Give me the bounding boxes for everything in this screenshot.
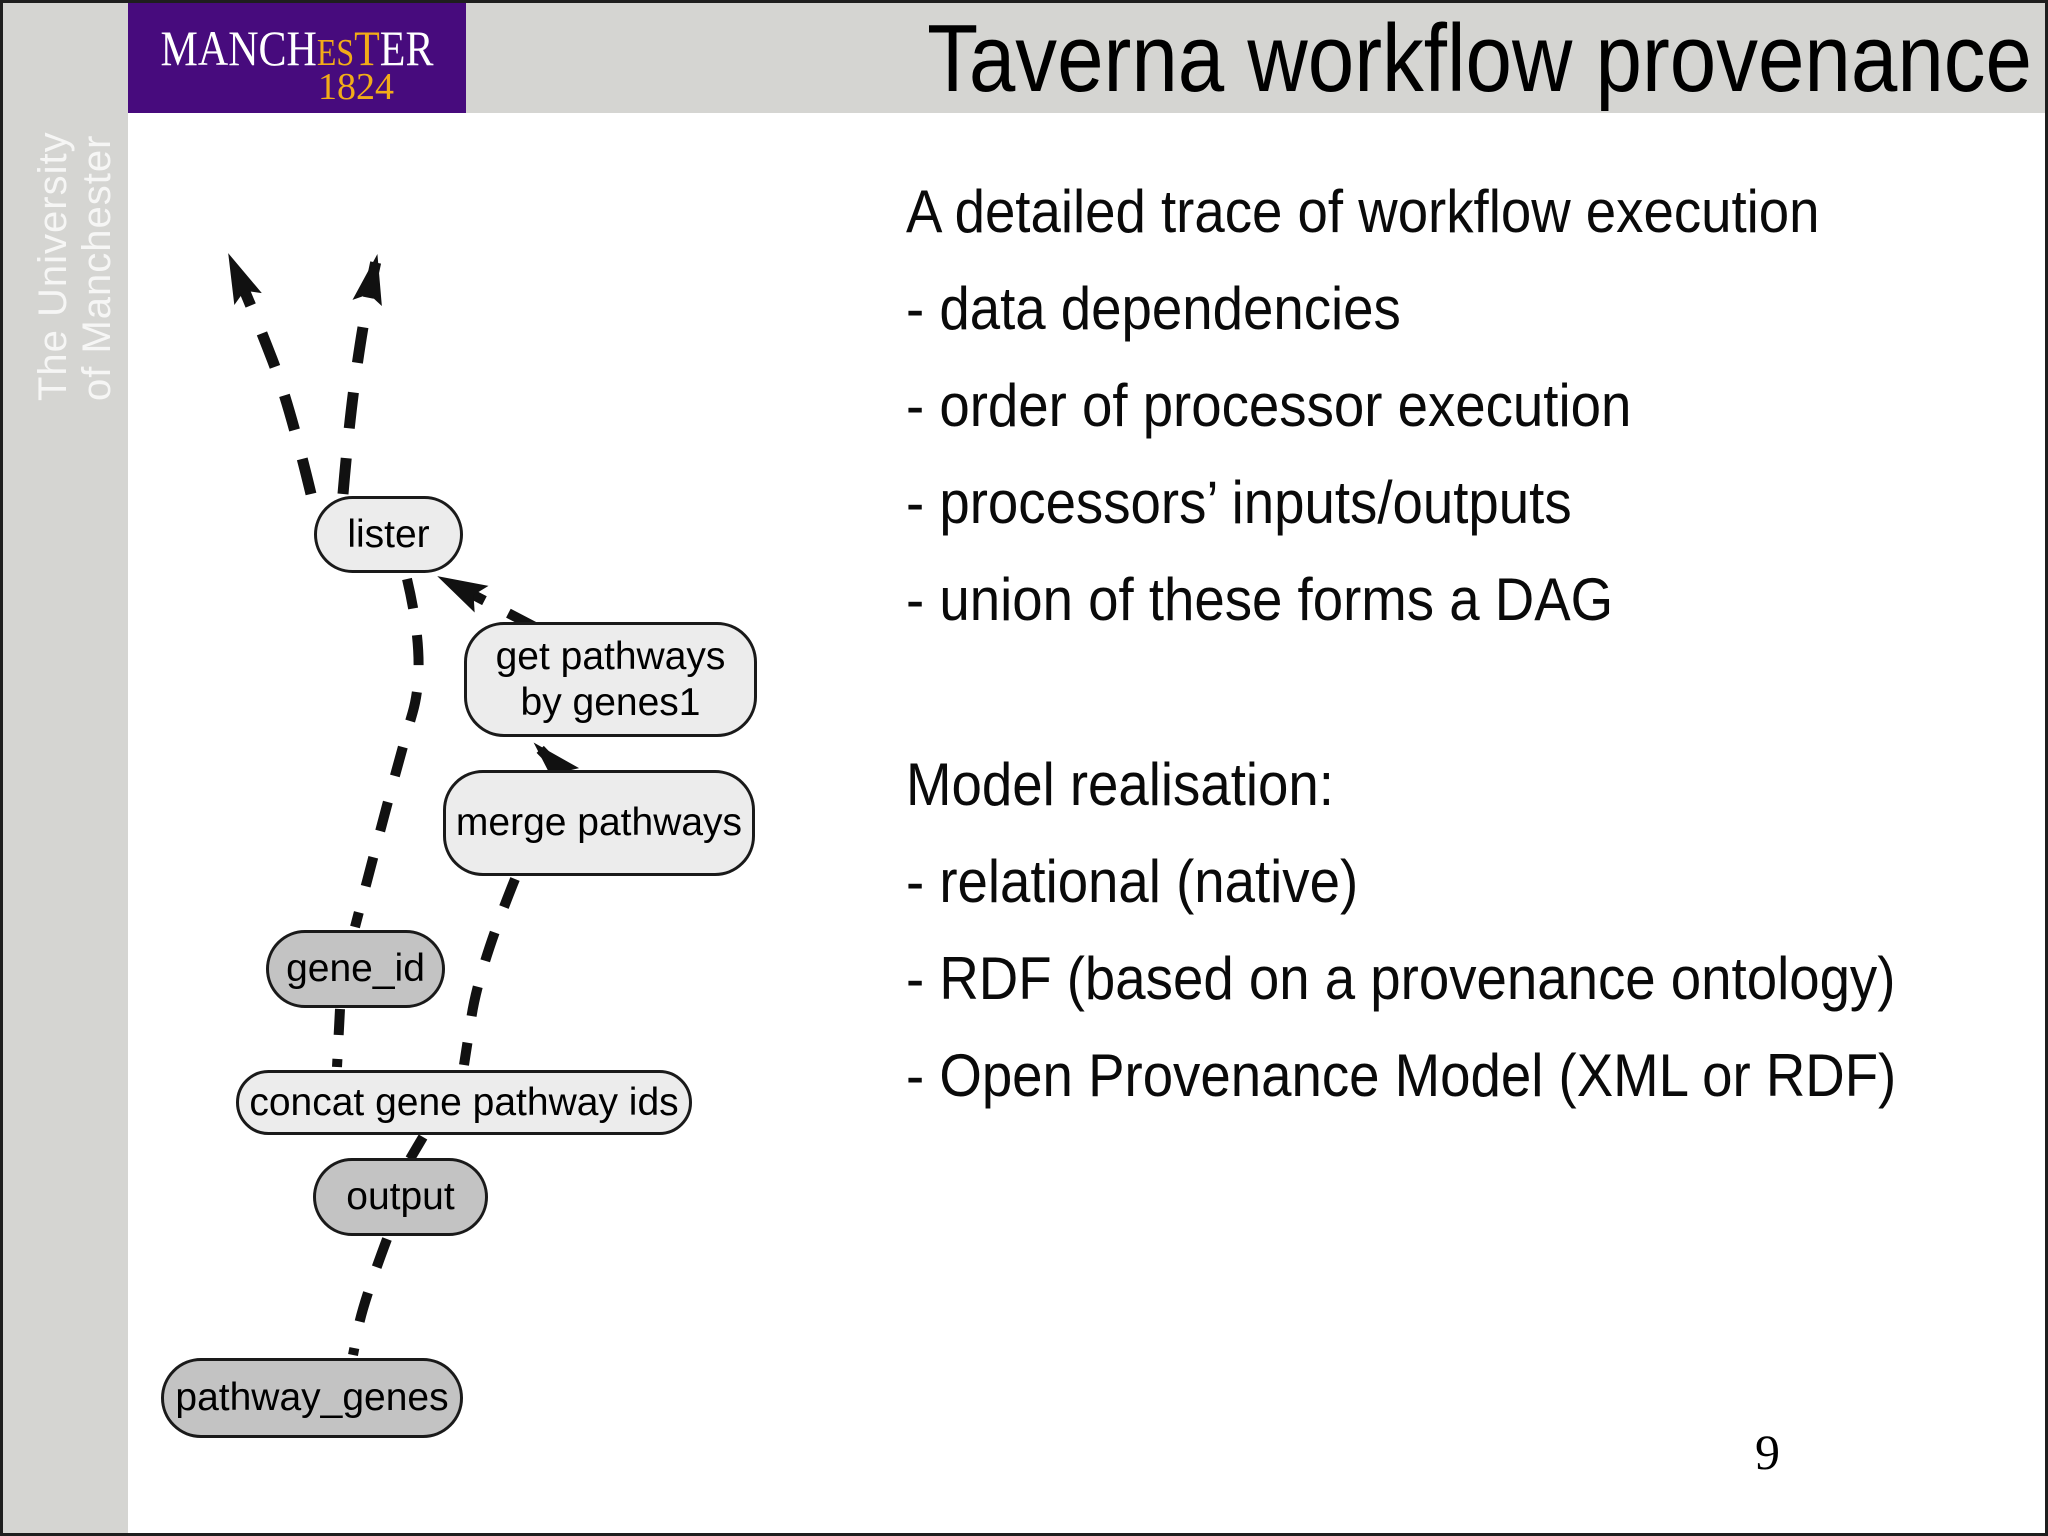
- logo-er: ER: [379, 20, 434, 76]
- diagram-node-lister: lister: [314, 496, 463, 573]
- diagram-node-gene-id: gene_id: [266, 930, 445, 1008]
- bullet-block-1: A detailed trace of workflow execution - …: [906, 163, 1820, 648]
- text-line: - relational (native): [906, 848, 1359, 915]
- logo-manch: MANCH: [160, 20, 317, 76]
- edge-output-pathwaygenes: [348, 1237, 392, 1356]
- edge-out-right: [337, 254, 383, 495]
- university-wordmark: The University of Manchester: [31, 131, 119, 401]
- manchester-logo: MANCHESTER 1824: [128, 3, 466, 113]
- diagram-node-pathway-genes: pathway_genes: [161, 1358, 463, 1438]
- diagram-node-concat-ids: concat gene pathway ids: [236, 1070, 692, 1135]
- logo-es: ES: [316, 32, 355, 74]
- logo-wordmark: MANCHESTER: [155, 19, 439, 77]
- slide-title: Taverna workflow provenance: [927, 5, 2032, 112]
- text-line: - data dependencies: [906, 275, 1401, 342]
- diagram-node-get-pathways: get pathways by genes1: [464, 622, 757, 737]
- edge-out-left: [223, 252, 317, 496]
- wordmark-line2: of Manchester: [75, 134, 119, 401]
- text-line: - order of processor execution: [906, 372, 1632, 439]
- diagram-node-merge-pathways: merge pathways: [443, 770, 755, 876]
- page-number: 9: [1755, 1424, 1780, 1480]
- text-line: - Open Provenance Model (XML or RDF): [906, 1042, 1897, 1109]
- text-line: Model realisation:: [906, 751, 1334, 818]
- logo-t: T: [354, 20, 380, 76]
- edge-merge-getpathways: [531, 740, 580, 789]
- edge-merge-concat: [459, 877, 520, 1066]
- text-line: - processors’ inputs/outputs: [906, 469, 1572, 536]
- edge-geneid-concat: [332, 1008, 345, 1068]
- bullet-block-2: Model realisation: - relational (native) -…: [906, 736, 1896, 1124]
- logo-year: 1824: [318, 66, 394, 108]
- sidebar: The University of Manchester: [3, 3, 128, 1533]
- edge-getpathways-lister: [436, 572, 538, 632]
- edge-lister-gene-id: [350, 577, 424, 929]
- wordmark-line1: The University: [31, 131, 75, 401]
- edge-concat-output: [405, 1134, 428, 1162]
- text-line: - union of these forms a DAG: [906, 566, 1614, 633]
- diagram-node-output: output: [313, 1158, 488, 1236]
- text-line: A detailed trace of workflow execution: [906, 178, 1820, 245]
- text-line: - RDF (based on a provenance ontology): [906, 945, 1896, 1012]
